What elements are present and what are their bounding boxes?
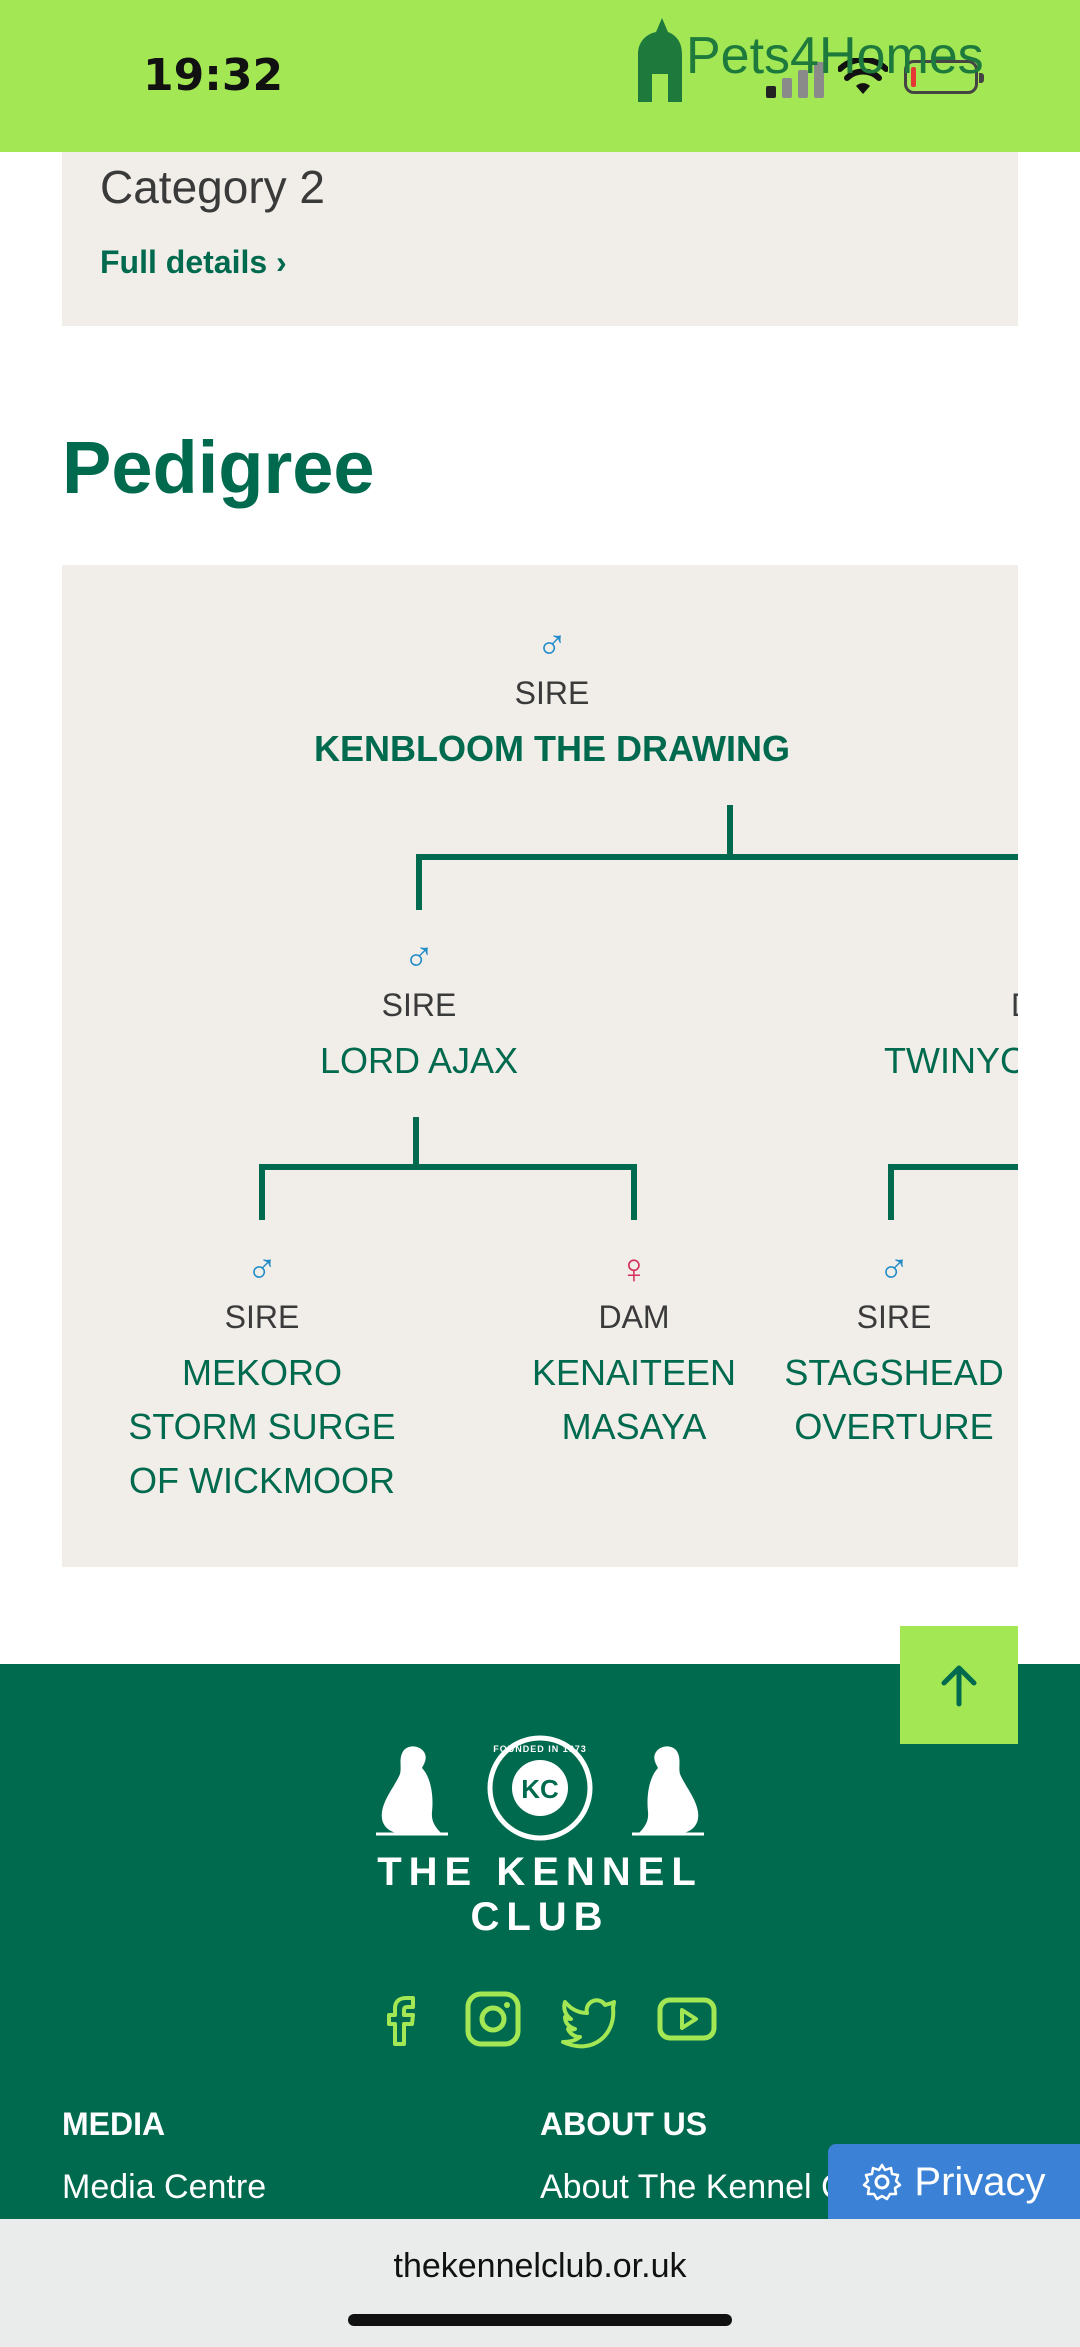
logo-ring-text: FOUNDED IN 1873: [493, 1744, 587, 1754]
full-details-link[interactable]: Full details ›: [100, 244, 287, 280]
dog-silhouette: [638, 1746, 699, 1834]
node-name: STAGSHEAD OVERTURE: [784, 1352, 1004, 1447]
status-bar: 19:32: [0, 0, 1080, 152]
pedigree-node-dam[interactable]: D TWINYC: [872, 935, 1018, 1088]
tree-connector: [416, 854, 1018, 860]
node-name: KENAITEEN MASAYA: [531, 1352, 737, 1447]
tree-connector: [259, 1164, 637, 1170]
home-indicator[interactable]: [348, 2314, 732, 2326]
tree-connector: [888, 1164, 1018, 1170]
tree-connector: [259, 1164, 265, 1220]
kennel-club-wordmark: THE KENNEL CLUB: [377, 1850, 703, 1939]
cellular-signal-icon: [766, 62, 824, 98]
male-icon: ♂: [536, 621, 568, 668]
footer-link-about-kennel-club[interactable]: About The Kennel C: [540, 2168, 846, 2206]
url-text[interactable]: thekennelclub.or.uk: [393, 2247, 687, 2285]
battery-icon: [904, 60, 984, 94]
pedigree-node-sire-dam[interactable]: ♀ DAM KENAITEEN MASAYA: [474, 1247, 794, 1454]
social-links: [370, 1988, 720, 2050]
pedigree-node-sire-sire[interactable]: ♂ SIRE MEKORO STORM SURGE OF WICKMOOR: [102, 1247, 422, 1508]
tree-connector: [631, 1164, 637, 1220]
pets4homes-logo-icon: [638, 18, 682, 102]
footer-heading-media: MEDIA: [62, 2106, 166, 2142]
pedigree-node-root[interactable]: ♂ SIRE KENBLOOM THE DRAWING: [312, 623, 792, 776]
kennel-club-logo[interactable]: KC FOUNDED IN 1873 THE KENNEL CLUB: [320, 1716, 760, 1939]
pedigree-heading: Pedigree: [62, 426, 375, 509]
male-icon: ♂: [878, 1245, 910, 1292]
arrow-up-icon: [941, 1665, 977, 1707]
tree-connector: [413, 1117, 419, 1169]
instagram-icon[interactable]: [462, 1988, 524, 2050]
privacy-button[interactable]: Privacy: [828, 2144, 1080, 2220]
node-role: D: [1011, 987, 1018, 1024]
footer-link-media-centre[interactable]: Media Centre: [62, 2168, 267, 2206]
pedigree-node-sire[interactable]: ♂ SIRE LORD AJAX: [239, 935, 599, 1088]
node-role: SIRE: [514, 675, 590, 711]
watermark-text: Pets4Homes: [686, 27, 984, 85]
youtube-icon[interactable]: [656, 1988, 718, 2050]
twitter-icon[interactable]: [558, 1988, 620, 2050]
wifi-icon: [838, 58, 888, 94]
node-name: MEKORO STORM SURGE OF WICKMOOR: [128, 1352, 396, 1501]
male-icon: ♂: [403, 933, 435, 980]
footer-heading-about: ABOUT US: [540, 2106, 708, 2142]
male-icon: ♂: [246, 1245, 278, 1292]
node-name: KENBLOOM THE DRAWING: [314, 728, 790, 769]
node-role: SIRE: [856, 1299, 932, 1335]
dog-silhouette: [381, 1746, 442, 1834]
status-time: 19:32: [143, 50, 284, 101]
back-to-top-button[interactable]: [900, 1626, 1018, 1744]
tree-connector: [416, 854, 422, 910]
node-role: DAM: [598, 1299, 670, 1335]
female-icon: ♀: [618, 1245, 650, 1292]
facebook-icon[interactable]: [370, 1988, 432, 2050]
tree-connector: [727, 805, 733, 859]
privacy-label: Privacy: [914, 2159, 1046, 2204]
node-role: SIRE: [224, 1299, 300, 1335]
pedigree-node-dam-sire[interactable]: ♂ SIRE STAGSHEAD OVERTURE: [759, 1247, 1018, 1454]
category-label: Category 2: [100, 161, 326, 213]
logo-badge: KC: [521, 1774, 559, 1804]
pedigree-tree[interactable]: ♂ SIRE KENBLOOM THE DRAWING ♂ SIRE LORD …: [62, 565, 1018, 1567]
browser-address-bar[interactable]: thekennelclub.or.uk: [0, 2219, 1080, 2347]
tree-connector: [888, 1164, 894, 1220]
node-name: TWINYC: [884, 1040, 1018, 1081]
category-card: Category 2 Full details ›: [62, 152, 1018, 326]
node-role: SIRE: [381, 987, 457, 1023]
kennel-club-emblem: KC FOUNDED IN 1873: [376, 1735, 704, 1841]
site-footer: [0, 1664, 1080, 2219]
gear-icon: [863, 2163, 902, 2201]
node-name: LORD AJAX: [319, 1040, 519, 1081]
